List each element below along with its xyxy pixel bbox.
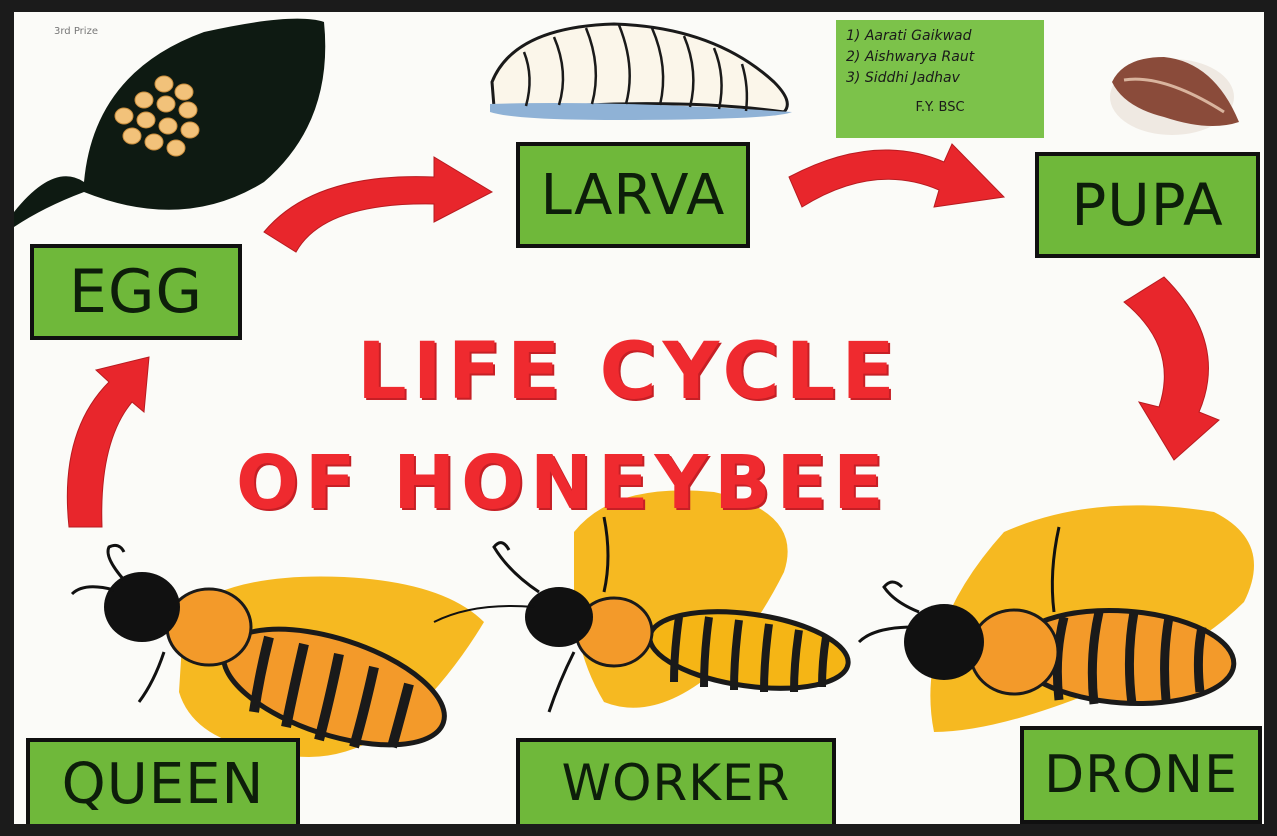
artwork <box>14 12 1264 824</box>
caste-label-queen: QUEEN <box>26 738 300 824</box>
arrow-larva-to-pupa <box>789 144 1004 207</box>
author-name-3: 3) Siddhi Jadhav <box>846 68 1034 89</box>
stage-label-larva: LARVA <box>516 142 750 248</box>
stage-label-pupa: PUPA <box>1035 152 1260 258</box>
poster-title-line1: LIFE CYCLE <box>357 327 901 417</box>
corner-note: 3rd Prize <box>54 26 98 37</box>
arrow-egg-to-larva <box>264 157 492 252</box>
arrow-pupa-to-drone <box>1124 277 1219 460</box>
poster-title-line2: OF HONEYBEE <box>236 440 890 526</box>
author-class: F.Y. BSC <box>846 97 1034 118</box>
author-name-1: 1) Aarati Gaikwad <box>846 26 1034 47</box>
pupa-image <box>1110 57 1239 135</box>
arrow-queen-to-egg <box>67 357 149 527</box>
stage-label-egg: EGG <box>30 244 242 340</box>
author-name-2: 2) Aishwarya Raut <box>846 47 1034 68</box>
leaf-with-eggs-image <box>14 19 325 227</box>
authors-card: 1) Aarati Gaikwad 2) Aishwarya Raut 3) S… <box>836 20 1044 138</box>
caste-label-worker: WORKER <box>516 738 836 824</box>
caste-label-drone: DRONE <box>1020 726 1262 824</box>
poster: 3rd Prize 1) Aarati Gaikwad 2) Aishwarya… <box>14 12 1264 824</box>
larva-image <box>490 24 792 120</box>
